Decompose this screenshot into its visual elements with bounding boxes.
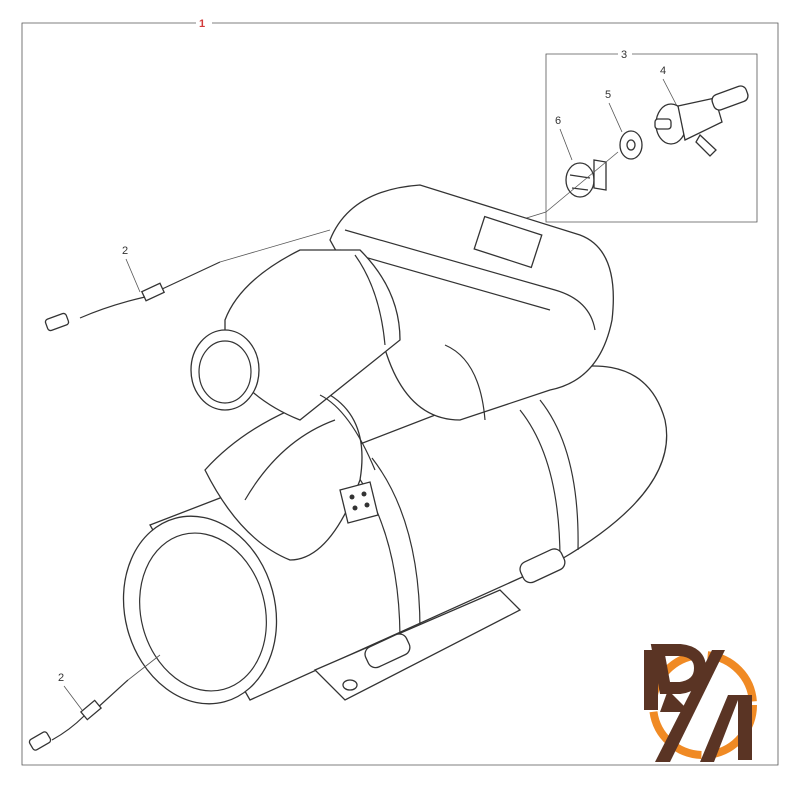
washer-part: [619, 130, 643, 160]
rami-logo: [644, 644, 757, 762]
callout-1: 1: [199, 18, 205, 30]
callout-4: 4: [660, 65, 666, 77]
clamp-part: [565, 159, 607, 198]
assembly-frame: [21, 22, 779, 766]
callout-3: 3: [621, 49, 627, 61]
callout-6: 6: [555, 115, 561, 127]
injector-part: [654, 85, 749, 157]
callout-2-lower: 2: [58, 672, 64, 684]
temperature-sensor-lower: [28, 654, 161, 751]
kit-box: [545, 53, 758, 223]
callout-2-upper: 2: [122, 245, 128, 257]
callout-5: 5: [605, 89, 611, 101]
temperature-sensor-upper: [44, 229, 331, 332]
muffler-assembly: [122, 184, 668, 705]
